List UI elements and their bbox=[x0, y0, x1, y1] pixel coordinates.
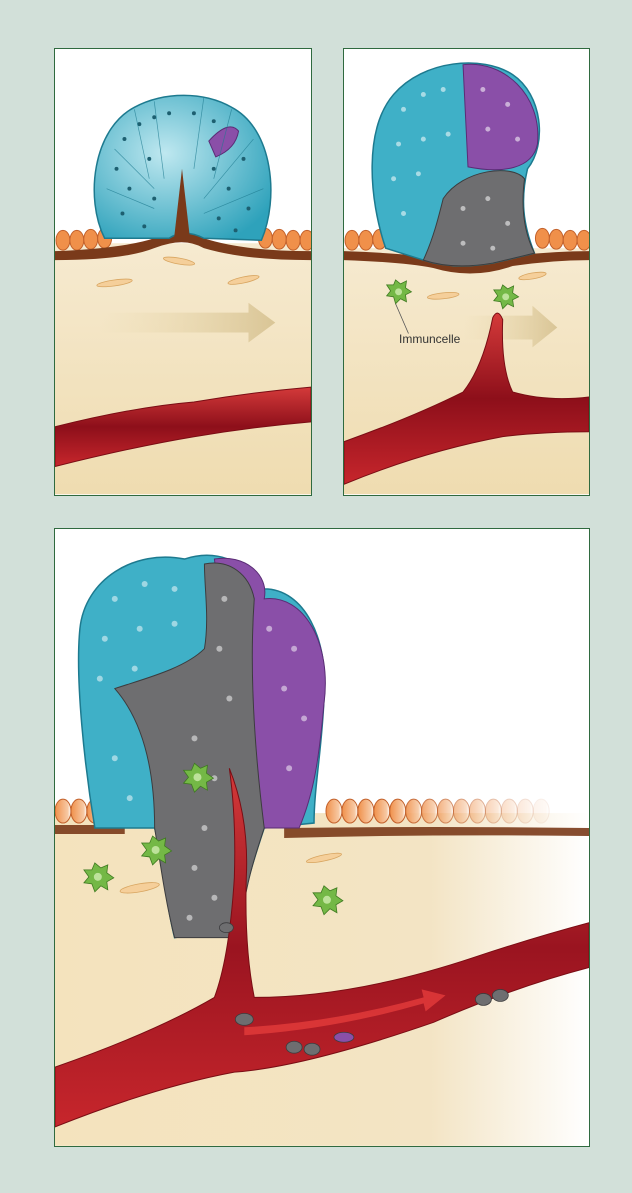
stage-1-illustration bbox=[55, 49, 311, 495]
panel-stage-3 bbox=[54, 528, 590, 1147]
panel-stage-2: Immuncelle bbox=[343, 48, 590, 496]
stage-2-illustration bbox=[344, 49, 589, 495]
tumor-cell-cluster bbox=[372, 63, 539, 266]
tumor-cell-cluster bbox=[94, 95, 271, 240]
stage-3-illustration bbox=[55, 529, 589, 1146]
immune-cell-label: Immuncelle bbox=[399, 332, 460, 346]
panel-stage-1 bbox=[54, 48, 312, 496]
